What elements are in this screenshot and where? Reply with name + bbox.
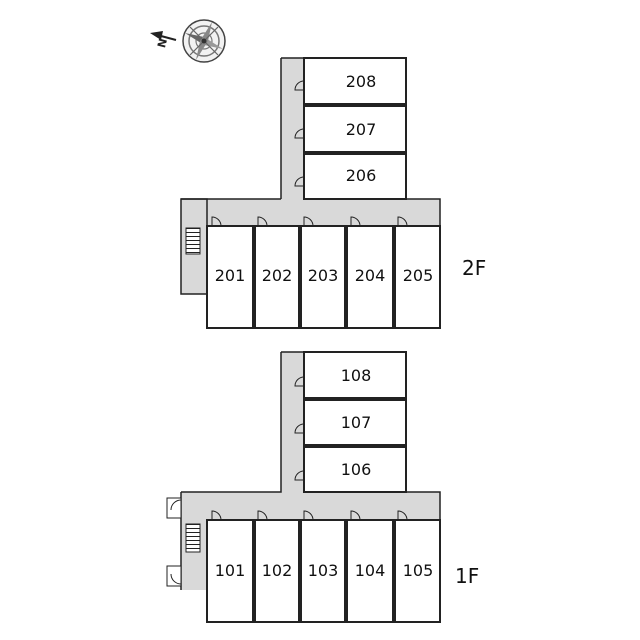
room-102: 102 bbox=[254, 519, 300, 623]
north-label: N bbox=[155, 37, 170, 49]
floor-label-1f: 1F bbox=[455, 564, 479, 588]
room-204: 204 bbox=[346, 225, 394, 329]
room-108: 108 bbox=[303, 351, 407, 399]
room-label: 203 bbox=[308, 266, 339, 285]
room-207: 207 bbox=[303, 105, 407, 153]
room-203: 203 bbox=[300, 225, 346, 329]
compass-rose-icon bbox=[182, 19, 226, 63]
room-label: 103 bbox=[308, 561, 339, 580]
room-label: 101 bbox=[215, 561, 246, 580]
door-icon bbox=[211, 216, 408, 227]
room-label: 105 bbox=[403, 561, 434, 580]
compass: N bbox=[150, 19, 226, 63]
room-208: 208 bbox=[303, 57, 407, 105]
room-label: 106 bbox=[341, 460, 372, 479]
room-101: 101 bbox=[206, 519, 254, 623]
floor-label-2f: 2F bbox=[462, 256, 486, 280]
room-103: 103 bbox=[300, 519, 346, 623]
door-icon bbox=[294, 80, 305, 187]
room-105: 105 bbox=[394, 519, 441, 623]
room-label: 202 bbox=[262, 266, 293, 285]
room-label: 108 bbox=[341, 366, 372, 385]
room-201: 201 bbox=[206, 225, 254, 329]
north-arrow-icon bbox=[150, 31, 177, 41]
room-label: 206 bbox=[346, 166, 377, 185]
gate-icon bbox=[166, 497, 182, 587]
room-label: 204 bbox=[355, 266, 386, 285]
door-icon bbox=[294, 376, 305, 481]
room-label: 207 bbox=[346, 120, 377, 139]
room-206: 206 bbox=[303, 153, 407, 200]
room-106: 106 bbox=[303, 446, 407, 493]
room-label: 205 bbox=[403, 266, 434, 285]
room-107: 107 bbox=[303, 399, 407, 446]
room-label: 201 bbox=[215, 266, 246, 285]
staircase-1f bbox=[185, 523, 201, 553]
stair-landing-2f bbox=[180, 198, 281, 295]
room-label: 208 bbox=[346, 72, 377, 91]
floor-2f: 208 207 206 201 202 203 bbox=[180, 57, 486, 329]
room-label: 102 bbox=[262, 561, 293, 580]
room-202: 202 bbox=[254, 225, 300, 329]
room-label: 107 bbox=[341, 413, 372, 432]
staircase-2f bbox=[185, 227, 201, 255]
room-205: 205 bbox=[394, 225, 441, 329]
room-label: 104 bbox=[355, 561, 386, 580]
corridor-1f bbox=[180, 351, 441, 590]
room-104: 104 bbox=[346, 519, 394, 623]
floor-1f: 108 107 106 101 102 103 bbox=[166, 351, 479, 623]
door-icon bbox=[211, 510, 408, 521]
